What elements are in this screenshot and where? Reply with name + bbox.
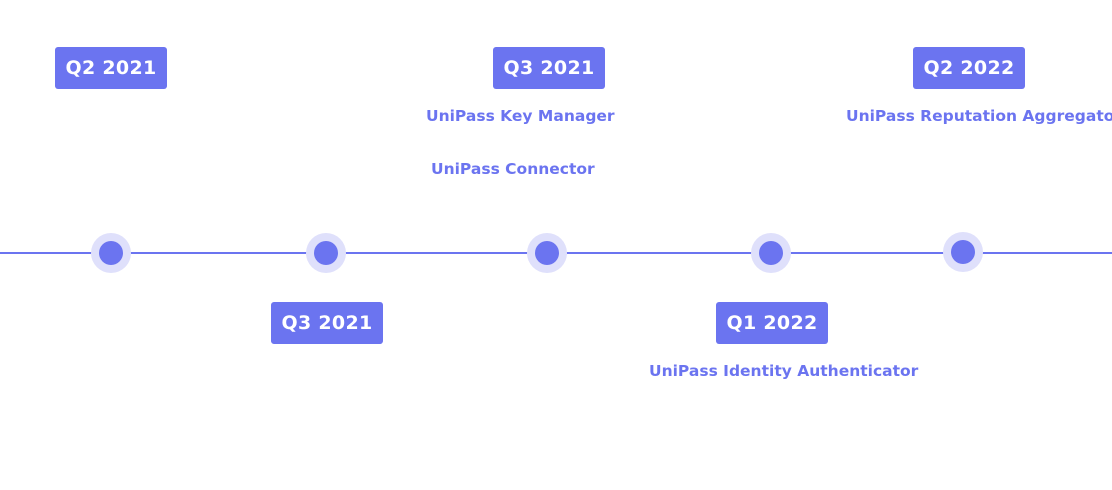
timeline-node-q1-2022 xyxy=(751,233,791,273)
milestone-date-badge: Q1 2022 xyxy=(716,302,828,344)
timeline-node-q2-2021 xyxy=(91,233,131,273)
milestone-date-badge: Q3 2021 xyxy=(493,47,605,89)
timeline-node-q3-2021-upper xyxy=(527,233,567,273)
milestone-title: UniPass Key Manager xyxy=(426,107,615,125)
timeline-node-dot xyxy=(759,241,783,265)
timeline-node-q3-2021-lower xyxy=(306,233,346,273)
milestone-date-badge: Q3 2021 xyxy=(271,302,383,344)
timeline-node-dot xyxy=(951,240,975,264)
milestone-title: UniPass Identity Authenticator xyxy=(649,362,919,380)
timeline-node-dot xyxy=(314,241,338,265)
timeline-node-q2-2022 xyxy=(943,232,983,272)
milestone-date-badge: Q2 2021 xyxy=(55,47,167,89)
milestone-title: UniPass Connector xyxy=(431,160,595,178)
timeline-node-dot xyxy=(535,241,559,265)
timeline-node-dot xyxy=(99,241,123,265)
milestone-date-badge: Q2 2022 xyxy=(913,47,1025,89)
milestone-title: UniPass Reputation Aggregator xyxy=(846,107,1112,125)
